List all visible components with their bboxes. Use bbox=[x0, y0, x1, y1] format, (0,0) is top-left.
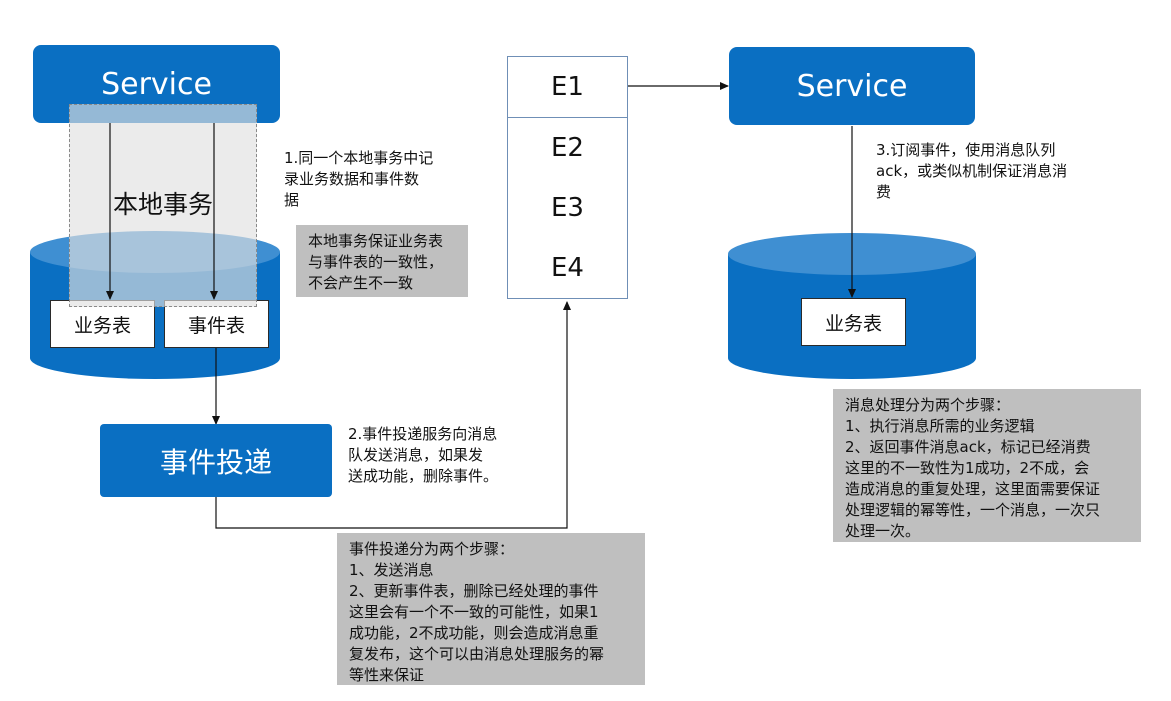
right-service-box: Service bbox=[729, 47, 975, 125]
queue-item-e4: E4 bbox=[508, 238, 627, 298]
left-business-table-label: 业务表 bbox=[73, 314, 131, 337]
event-table-label: 事件表 bbox=[187, 314, 245, 337]
right-service-label: Service bbox=[796, 68, 908, 104]
event-table: 事件表 bbox=[164, 300, 269, 348]
local-transaction-label: 本地事务 bbox=[112, 190, 213, 219]
queue-item-e3: E3 bbox=[508, 178, 627, 239]
event-delivery-box: 事件投递 bbox=[100, 424, 332, 497]
delivery-steps-note: 事件投递分为两个步骤： 1、发送消息 2、更新事件表，删除已经处理的事件 这里会… bbox=[337, 533, 645, 685]
event-delivery-label: 事件投递 bbox=[159, 445, 272, 479]
queue-item-e2: E2 bbox=[508, 118, 627, 179]
step3-caption: 3.订阅事件，使用消息队列 ack，或类似机制保证消息消 费 bbox=[876, 141, 1068, 201]
right-business-table-label: 业务表 bbox=[824, 312, 882, 335]
left-service-label: Service bbox=[101, 66, 212, 102]
local-transaction-note: 本地事务保证业务表 与事件表的一致性， 不会产生不一致 bbox=[296, 225, 468, 297]
arrow-delivery-to-queue bbox=[215, 301, 571, 529]
queue-item-e1: E1 bbox=[508, 57, 627, 118]
local-transaction-overlay: 本地事务 bbox=[69, 104, 257, 307]
step1-caption: 1.同一个本地事务中记 录业务数据和事件数 据 bbox=[284, 149, 434, 209]
right-business-table: 业务表 bbox=[801, 298, 906, 346]
message-queue: E1 E2 E3 E4 bbox=[507, 56, 628, 299]
step2-caption: 2.事件投递服务向消息 队发送消息，如果发 送成功能，删除事件。 bbox=[348, 425, 499, 485]
consume-steps-note: 消息处理分为两个步骤： 1、执行消息所需的业务逻辑 2、返回事件消息ack，标记… bbox=[833, 389, 1141, 542]
left-business-table: 业务表 bbox=[50, 300, 155, 348]
